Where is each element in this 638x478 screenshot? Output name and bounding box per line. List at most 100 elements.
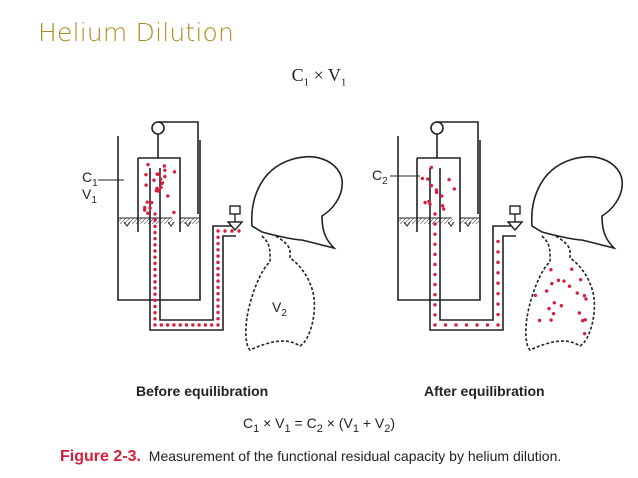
helium-dot — [552, 301, 557, 305]
bell-after — [416, 157, 461, 232]
helium-dot — [443, 323, 448, 327]
helium-dot — [575, 291, 579, 295]
helium-dot — [433, 313, 437, 317]
eq-part: + V — [358, 415, 385, 431]
helium-dot — [433, 212, 437, 216]
figure-caption: Figure 2-3. Measurement of the functiona… — [60, 448, 561, 466]
helium-dot — [434, 188, 439, 192]
helium-dot — [562, 279, 566, 283]
helium-dot — [216, 235, 220, 239]
helium-dot — [440, 204, 445, 208]
label-v1: V1 — [82, 186, 97, 206]
helium-dot — [433, 303, 437, 307]
tube-before — [149, 168, 236, 331]
label-c2: C2 — [372, 167, 388, 187]
helium-dot — [159, 185, 163, 190]
helium-dot — [559, 303, 564, 308]
helium-dot — [547, 306, 551, 311]
helium-dot — [578, 277, 583, 282]
helium-dot — [533, 293, 538, 298]
helium-dot — [556, 278, 561, 283]
helium-dot — [172, 323, 176, 327]
helium-dot — [433, 252, 437, 257]
helium-dot — [433, 282, 437, 287]
patient-head-before — [250, 155, 343, 250]
helium-dot — [496, 260, 500, 265]
helium-dot — [172, 170, 177, 174]
helium-dot — [230, 229, 234, 233]
helium-dot — [153, 255, 157, 259]
helium-dot — [153, 310, 157, 315]
helium-dot — [160, 181, 165, 185]
eq-part: × (V — [322, 415, 353, 431]
helium-dot — [442, 207, 446, 211]
helium-dot — [153, 236, 157, 241]
helium-dot — [427, 199, 431, 204]
tube-after — [429, 168, 516, 331]
helium-dot — [216, 248, 220, 252]
eq-sub: 2 — [316, 422, 323, 435]
spirometer-before — [117, 121, 201, 301]
label-v2: V2 — [272, 299, 287, 319]
helium-dot — [577, 311, 582, 315]
helium-dot — [433, 272, 437, 277]
helium-dot — [152, 178, 156, 182]
valve-after — [506, 205, 524, 232]
helium-dot — [153, 261, 157, 266]
helium-dot — [153, 218, 157, 222]
bell-before — [137, 157, 181, 232]
helium-dot — [216, 310, 220, 315]
helium-dot — [216, 304, 220, 308]
helium-dot — [496, 302, 500, 306]
eq-sub: 1 — [352, 422, 359, 435]
helium-dot — [153, 273, 157, 278]
top-formula-v-sub: 1 — [340, 76, 347, 89]
slide-title: Helium Dilution — [38, 18, 235, 47]
helium-dot — [149, 200, 154, 205]
top-formula-c: C — [291, 65, 304, 85]
helium-dot — [156, 172, 160, 176]
pulley-before — [151, 121, 165, 135]
helium-dot — [429, 183, 434, 188]
eq-sub: 1 — [284, 422, 291, 435]
helium-dot — [447, 177, 451, 182]
helium-dot — [496, 281, 500, 285]
helium-dot — [163, 174, 167, 179]
helium-dot — [153, 317, 157, 321]
top-formula-c-sub: 1 — [303, 76, 310, 89]
helium-dot — [216, 266, 220, 271]
helium-dot — [153, 298, 157, 303]
helium-dot — [433, 323, 437, 327]
helium-dot — [142, 206, 147, 210]
helium-dot — [148, 206, 152, 210]
helium-dot — [550, 281, 554, 286]
eq-part: × V — [259, 415, 285, 431]
helium-dot — [184, 323, 189, 327]
helium-dot — [153, 230, 157, 235]
helium-dot — [153, 292, 157, 296]
helium-dot — [144, 183, 148, 187]
helium-dot — [440, 194, 444, 198]
helium-dot — [433, 222, 437, 226]
helium-dot — [549, 268, 553, 272]
helium-dot — [454, 323, 458, 327]
helium-dot — [537, 318, 542, 323]
helium-dot — [544, 289, 549, 293]
helium-dots-after — [420, 165, 588, 336]
helium-dot — [159, 323, 163, 327]
top-formula-op: × — [309, 65, 328, 85]
helium-dot — [216, 241, 220, 246]
caption-after: After equilibration — [424, 383, 545, 399]
helium-dot — [153, 249, 157, 253]
helium-dots-before — [142, 162, 241, 327]
patient-head-after — [530, 155, 623, 250]
eq-part: C — [242, 415, 254, 431]
eq-sub: 1 — [253, 422, 260, 435]
helium-dot — [496, 323, 500, 327]
helium-dot — [496, 291, 500, 296]
helium-dot — [582, 331, 587, 336]
helium-dot — [153, 212, 157, 216]
helium-dot — [223, 229, 227, 233]
helium-dot — [146, 211, 150, 215]
